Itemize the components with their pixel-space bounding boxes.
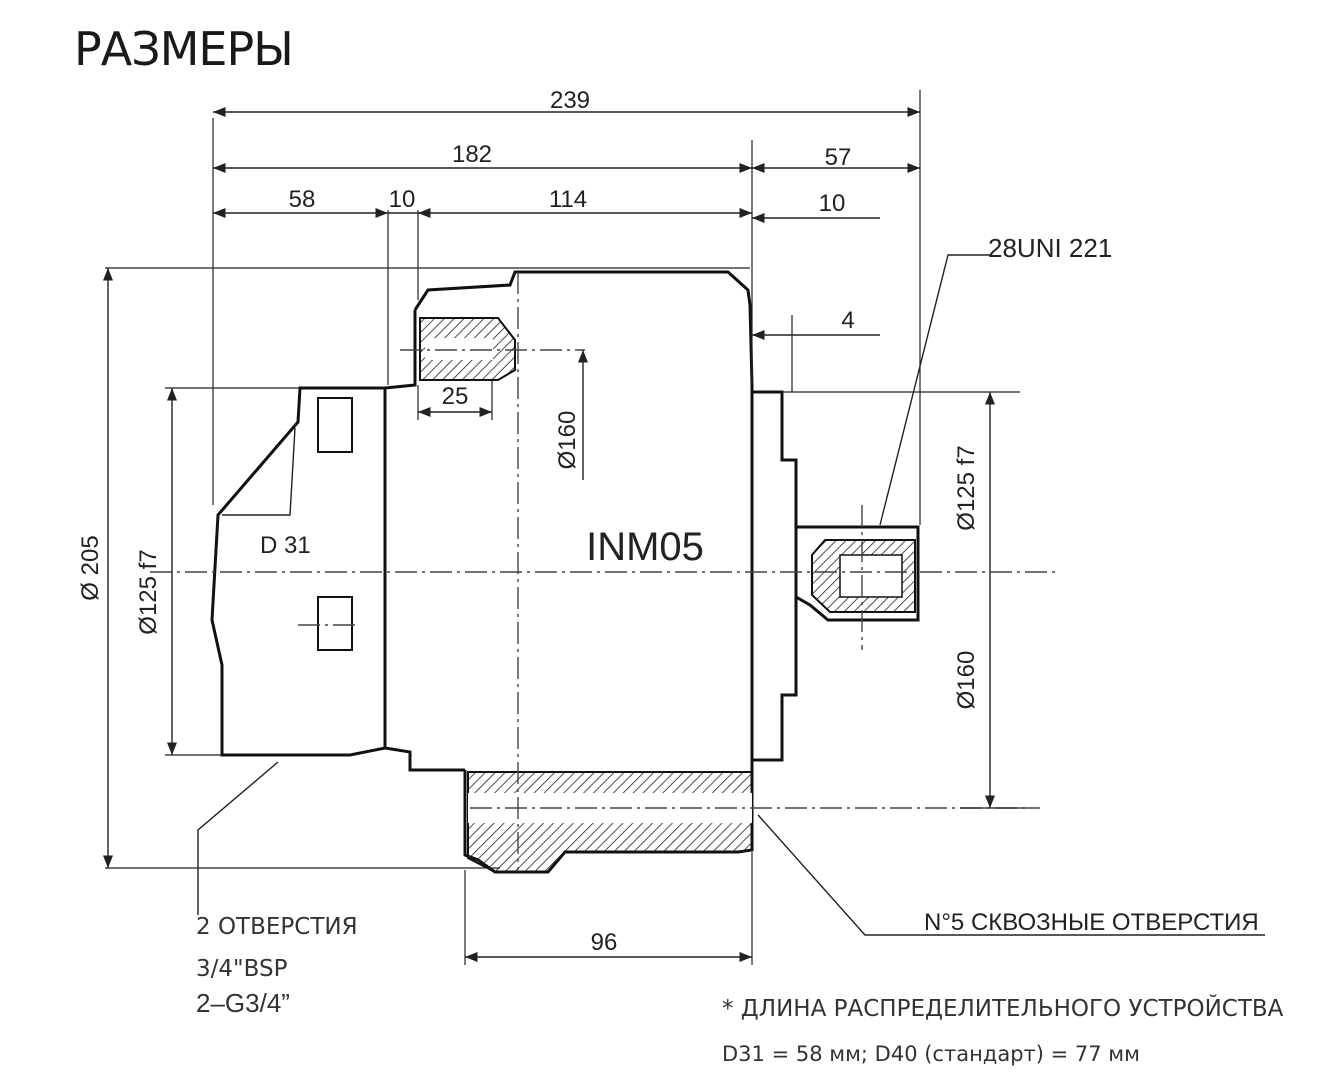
dim-239: 239 (550, 87, 590, 114)
spline-label: 28UNI 221 (988, 233, 1112, 263)
dim-25: 25 (442, 383, 469, 410)
leader-lines (197, 254, 1265, 936)
page-title: РАЗМЕРЫ (74, 22, 294, 76)
ports-label-line1: 2 ОТВЕРСТИЯ (196, 914, 358, 940)
dim-10-left: 10 (389, 186, 416, 213)
dim-57: 57 (825, 144, 852, 171)
hatched-sections (419, 317, 916, 873)
dim-96: 96 (591, 929, 618, 956)
dim-diameter-160-inner: Ø160 (554, 411, 581, 470)
dim-114: 114 (549, 186, 587, 213)
center-lines (150, 272, 1060, 870)
dim-diameter-125-right: Ø125 f7 (953, 445, 980, 530)
dim-10-right: 10 (819, 190, 846, 217)
dim-182: 182 (452, 141, 492, 168)
dim-diameter-205: Ø 205 (77, 535, 104, 600)
dim-4: 4 (841, 307, 854, 334)
ports-label-line3: 2–G3/4” (196, 988, 290, 1018)
through-holes-label: N°5 СКВОЗНЫЕ ОТВЕРСТИЯ (924, 909, 1259, 936)
dim-58: 58 (289, 186, 316, 213)
model-label: INM05 (586, 525, 704, 569)
ports-label-line2: 3/4"BSP (196, 956, 288, 982)
dim-diameter-160-right: Ø160 (953, 651, 980, 710)
footnote-line2: D31 = 58 мм; D40 (стандарт) = 77 мм (722, 1042, 1140, 1066)
dimension-lines (102, 106, 996, 963)
dim-diameter-125-left: Ø125 f7 (135, 549, 162, 634)
d31-label: D 31 (260, 532, 311, 559)
footnote-line1: * ДЛИНА РАСПРЕДЕЛИТЕЛЬНОГО УСТРОЙСТВА (722, 996, 1284, 1022)
